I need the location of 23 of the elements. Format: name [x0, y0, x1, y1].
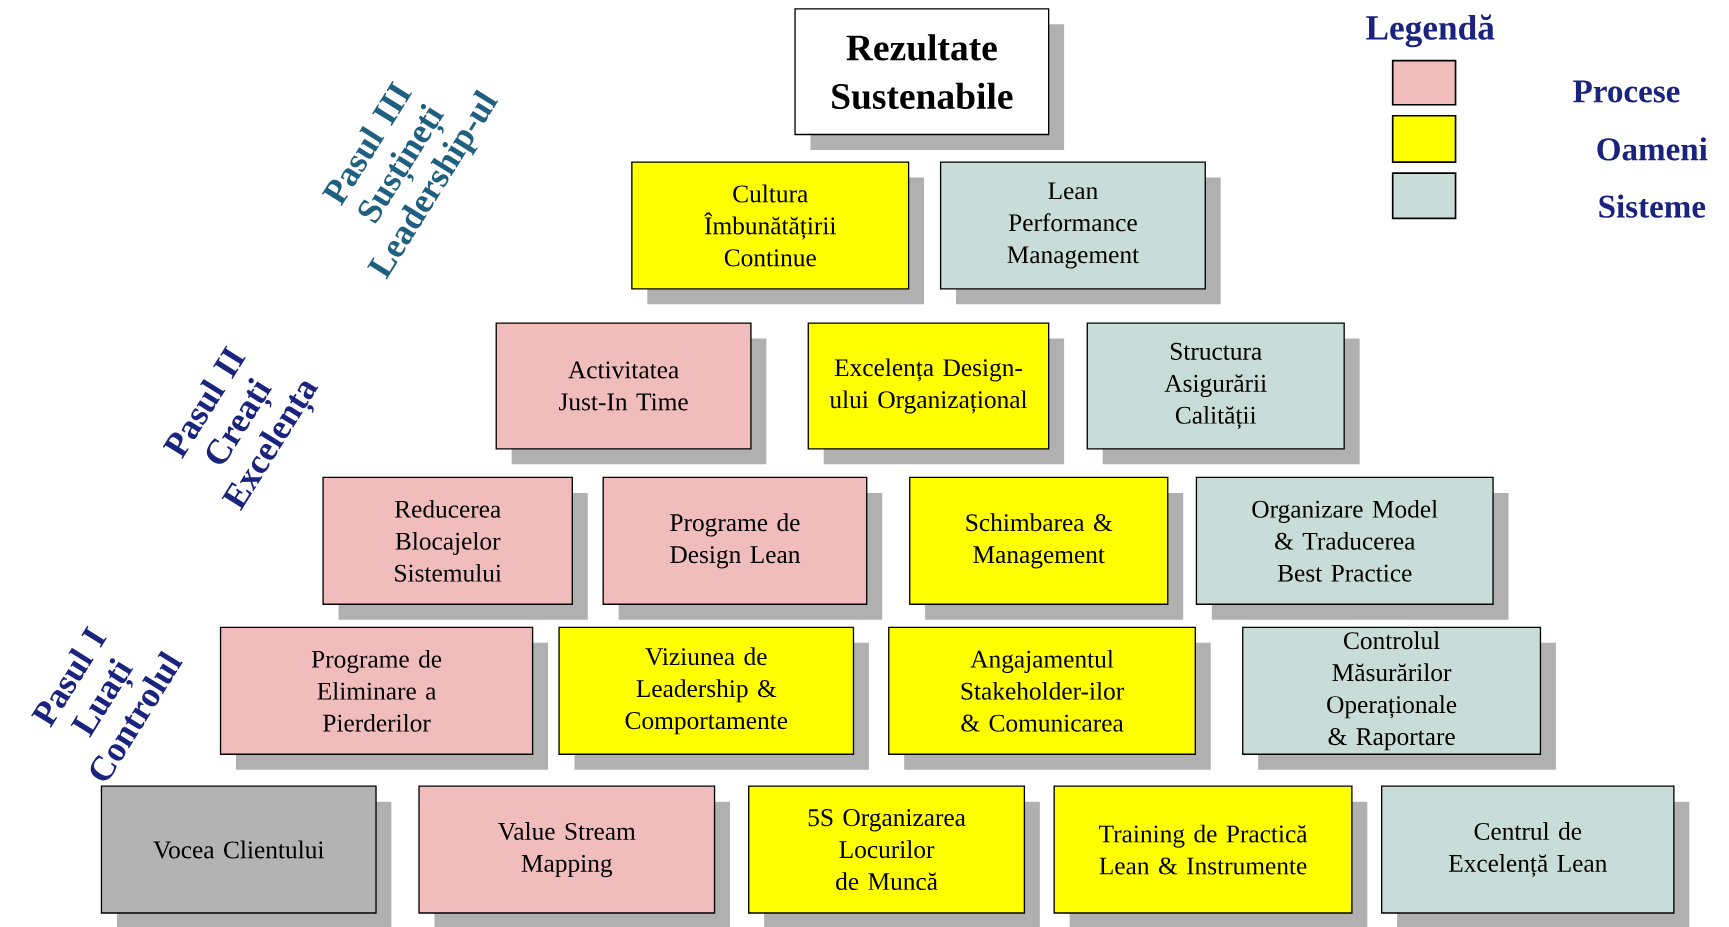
pyramid-box: Centrul de Excelență Lean — [1381, 785, 1690, 927]
legend-title: Legendă — [1366, 14, 1495, 47]
pyramid-box: Programe de Design Lean — [602, 476, 883, 620]
pyramid-box: 5S Organizarea Locurilor de Muncă — [748, 785, 1040, 927]
pyramid-box: Training de Practică Lean & Instrumente — [1053, 785, 1368, 927]
pyramid-box: Rezultate Sustenabile — [794, 8, 1065, 150]
pyramid-box: Value Stream Mapping — [418, 785, 730, 927]
pyramid-box: Organizare Model & Traducerea Best Practice — [1195, 476, 1509, 620]
pyramid-box: Angajamentul Stakeholder-ilor & Comunicarea — [888, 626, 1211, 770]
legend-label: Sisteme — [1599, 194, 1706, 218]
pyramid-box: Programe de Eliminare a Pierderilor — [219, 626, 549, 770]
pyramid-box: Controlul Măsurărilor Operaționale & Raportare — [1242, 626, 1556, 770]
legend-label: Oameni — [1597, 137, 1708, 161]
pyramid-box: Cultura Îmbunătățirii Continue — [631, 161, 925, 305]
pyramid-box: Viziunea de Leadership & Comportamente — [558, 626, 869, 770]
pyramid-box: Lean Performance Management — [939, 161, 1221, 305]
legend-label: Procese — [1573, 80, 1680, 103]
pyramid-box: Vocea Clientului — [100, 785, 392, 927]
pyramid-box: Schimbarea & Management — [909, 476, 1184, 620]
pyramid-box: Structura Asigurării Calității — [1086, 322, 1360, 465]
pyramid-box: Excelența Design-ului Organizațional — [807, 322, 1065, 465]
pyramid-box: Activitatea Just-In Time — [495, 322, 767, 465]
pyramid-box: Reducerea Blocajelor Sistemului — [322, 476, 588, 620]
